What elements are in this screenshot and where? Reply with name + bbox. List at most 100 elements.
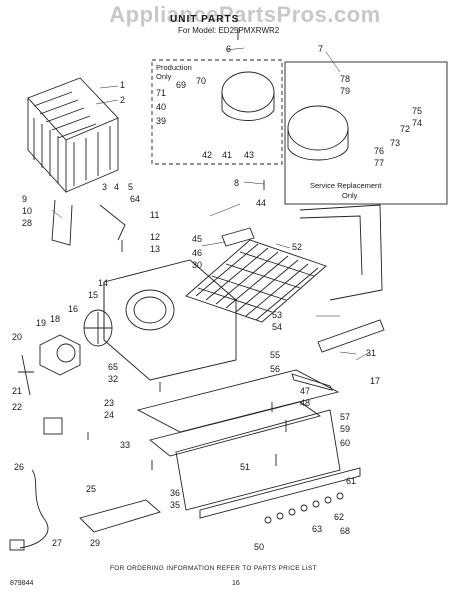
callout-71: 71 xyxy=(156,88,166,98)
compressor-production xyxy=(221,71,275,121)
callout-43: 43 xyxy=(244,150,254,160)
leader-lines xyxy=(51,47,371,361)
callout-56: 56 xyxy=(270,364,280,374)
callout-79: 79 xyxy=(340,86,350,96)
callout-72: 72 xyxy=(400,124,410,134)
callout-59: 59 xyxy=(340,424,350,434)
callout-25: 25 xyxy=(86,484,96,494)
callout-5: 5 xyxy=(128,182,133,192)
production-box-label-2: Only xyxy=(156,72,172,81)
base-frame xyxy=(136,369,361,519)
page-number: 16 xyxy=(232,580,240,587)
callout-75: 75 xyxy=(412,106,422,116)
motor-bracket xyxy=(18,354,34,396)
callout-46: 46 xyxy=(192,248,202,258)
callout-52: 52 xyxy=(292,242,302,252)
model-subtitle: For Model: ED25PMXRWR2 xyxy=(178,26,280,35)
callout-78: 78 xyxy=(340,74,350,84)
callout-42: 42 xyxy=(202,150,212,160)
callout-12: 12 xyxy=(150,232,160,242)
callout-57: 57 xyxy=(340,412,350,422)
callout-14: 14 xyxy=(98,278,108,288)
callout-35: 35 xyxy=(170,500,180,510)
callout-74: 74 xyxy=(412,118,422,128)
callout-23: 23 xyxy=(104,398,114,408)
callout-3: 3 xyxy=(102,182,107,192)
callout-55: 55 xyxy=(270,350,280,360)
service-replacement-box xyxy=(284,61,448,205)
compressor-service xyxy=(287,105,349,161)
drain-pan xyxy=(79,499,161,533)
callout-6: 6 xyxy=(226,44,231,54)
rail-17 xyxy=(291,373,333,391)
callout-20: 20 xyxy=(12,332,22,342)
callout-31: 31 xyxy=(366,348,376,358)
callout-8: 8 xyxy=(234,178,239,188)
callout-18: 18 xyxy=(50,314,60,324)
center-coil xyxy=(185,239,327,323)
production-box-label-1: Production xyxy=(156,63,192,72)
callout-1: 1 xyxy=(120,80,125,90)
callout-54: 54 xyxy=(272,322,282,332)
ordering-footer: FOR ORDERING INFORMATION REFER TO PARTS … xyxy=(110,565,317,572)
callout-41: 41 xyxy=(222,150,232,160)
diagram-title: UNIT PARTS xyxy=(170,14,240,25)
watermark: AppliancePartsPros.com xyxy=(109,2,381,27)
callout-65: 65 xyxy=(108,362,118,372)
callout-45: 45 xyxy=(192,234,202,244)
callout-40: 40 xyxy=(156,102,166,112)
rail-56 xyxy=(317,319,385,353)
callout-27: 27 xyxy=(52,538,62,548)
callout-47: 47 xyxy=(300,386,310,396)
fan-blade xyxy=(83,309,113,347)
fan-motor xyxy=(39,334,81,376)
callout-22: 22 xyxy=(12,402,22,412)
callout-39: 39 xyxy=(156,116,166,126)
callout-36: 36 xyxy=(170,488,180,498)
callout-7: 7 xyxy=(318,44,323,54)
callout-4: 4 xyxy=(114,182,119,192)
callout-29: 29 xyxy=(90,538,100,548)
callout-labels: 1 2 3 4 5 6 7 8 9 10 11 12 13 14 15 16 1… xyxy=(12,44,422,552)
production-only-box xyxy=(151,59,283,165)
callout-44: 44 xyxy=(256,198,266,208)
callout-61: 61 xyxy=(346,476,356,486)
callout-76: 76 xyxy=(374,146,384,156)
callout-24: 24 xyxy=(104,410,114,420)
callout-63: 63 xyxy=(312,524,322,534)
callout-60: 60 xyxy=(340,438,350,448)
hardware-stack xyxy=(264,492,344,524)
callout-9: 9 xyxy=(22,194,27,204)
callout-53: 53 xyxy=(272,310,282,320)
callout-68: 68 xyxy=(340,526,350,536)
callout-33: 33 xyxy=(120,440,130,450)
screws xyxy=(87,28,287,470)
callout-28: 28 xyxy=(22,218,32,228)
callout-16: 16 xyxy=(68,304,78,314)
accumulator xyxy=(221,227,255,247)
callout-50: 50 xyxy=(254,542,264,552)
harness-plug xyxy=(9,539,25,551)
drawing-code: 879844 xyxy=(10,580,34,587)
callout-10: 10 xyxy=(22,206,32,216)
drain-tube xyxy=(99,204,126,241)
callout-15: 15 xyxy=(88,290,98,300)
callout-21: 21 xyxy=(12,386,22,396)
callout-77: 77 xyxy=(374,158,384,168)
callout-70: 70 xyxy=(196,76,206,86)
callout-13: 13 xyxy=(150,244,160,254)
condenser-coil xyxy=(27,77,119,194)
callout-17: 17 xyxy=(370,376,380,386)
callout-69: 69 xyxy=(176,80,186,90)
relay xyxy=(43,417,63,435)
callout-30: 30 xyxy=(192,260,202,270)
callout-51: 51 xyxy=(240,462,250,472)
callout-19: 19 xyxy=(36,318,46,328)
callout-48: 48 xyxy=(300,398,310,408)
callout-64: 64 xyxy=(130,194,140,204)
service-box-label-1: Service Replacement xyxy=(310,181,382,190)
suction-tube xyxy=(299,204,383,301)
callout-11: 11 xyxy=(150,210,159,220)
callout-62: 62 xyxy=(334,512,344,522)
discharge-tube xyxy=(299,215,363,276)
